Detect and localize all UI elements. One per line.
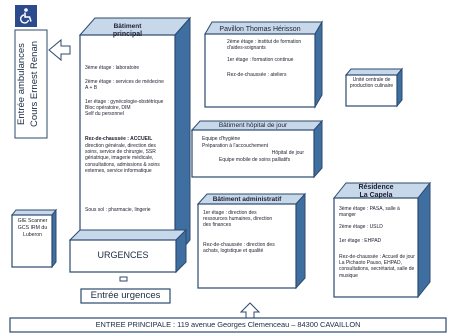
batiment-administratif: Bâtiment administratif 1er étage : direc… [198,196,296,288]
hopital-jour-line2: Préparation à l'accouchement [202,143,268,149]
pavillon-ground: Rez-de-chaussée : ateliers [227,72,287,78]
pavillon-floor2: 2ème étage : institut de formation d'aid… [227,39,302,52]
batiment-principal-ground: direction générale, direction des soins,… [85,143,160,174]
gie-text: GIE Scanner GCS IRM du Luberon [17,218,48,238]
administratif-ground: Rez-de-chaussée : direction des achats, … [203,242,275,255]
pavillon-thomas-herisson: Pavillon Thomas Hérisson 2ème étage : in… [205,26,315,107]
gie-scanner: GIE Scanner GCS IRM du Luberon [12,215,52,267]
residence-floor1: 1er étage : EHPAD [339,238,382,244]
hopital-jour-line1: Equipe d'hygiène [202,136,241,142]
hopital-jour-line4: Equipe mobile de soins palliatifs [218,157,291,163]
urgences: URGENCES [70,240,176,272]
pavillon-floor1: 1er étage : formation continue [227,57,294,63]
residence-floor2: 2ème étage : USLD [339,224,383,230]
batiment-principal: Bâtiment principal 3ème étage : laborato… [80,23,175,258]
unite-culinaire-text: Unité centrale de production culinaire [349,77,394,90]
residence-subtitle: La Capela [359,192,393,199]
urgences-label: URGENCES [97,250,149,260]
residence-floor3: 3ème étage : PASA, salle à manger [339,206,400,219]
residence-title: Résidence [358,184,394,191]
main-entrance-label: ENTREE PRINCIPALE : 119 avenue Georges C… [95,320,361,329]
unite-culinaire: Unité centrale de production culinaire [346,75,397,106]
batiment-principal-floor1: 1er étage : gynécologie-obstétrique Bloc… [85,99,164,118]
ambulance-entrance-label: Entrée ambulances Cours Ernest Renan [15,30,47,138]
ambulance-entrance-line1: Entrée ambulances [16,43,27,125]
administratif-title: Bâtiment administratif [212,196,282,203]
batiment-principal-title: Bâtiment [113,23,142,30]
hopital-jour-line3: Hôpital de jour [271,150,304,156]
pavillon-title: Pavillon Thomas Hérisson [219,26,301,33]
residence-ground: Rez-de-chaussée : Accueil de jour La Pic… [339,254,415,279]
batiment-principal-ground-head: Rez-de-chaussée : ACCUEIL [85,136,153,142]
residence-la-capela: Résidence La Capela 3ème étage : PASA, s… [334,184,418,297]
hopital-jour-title: Bâtiment hôpital de jour [218,122,288,129]
batiment-principal-floor3: 3ème étage : laboratoire [85,65,140,71]
batiment-hopital-de-jour: Bâtiment hôpital de jour Equipe d'hygièn… [192,122,314,177]
batiment-principal-basement: Sous sol : pharmacie, lingerie [85,207,151,213]
wheelchair-icon [15,5,37,27]
ambulance-entrance-line2: Cours Ernest Renan [29,40,40,128]
batiment-principal-floor2: 2ème étage : services de médecine A + B [85,79,164,92]
batiment-principal-subtitle: principal [112,30,143,38]
urgences-entrance-label: Entrée urgences [90,290,161,301]
administratif-floor1: 1er étage : direction des ressources hum… [203,210,273,229]
